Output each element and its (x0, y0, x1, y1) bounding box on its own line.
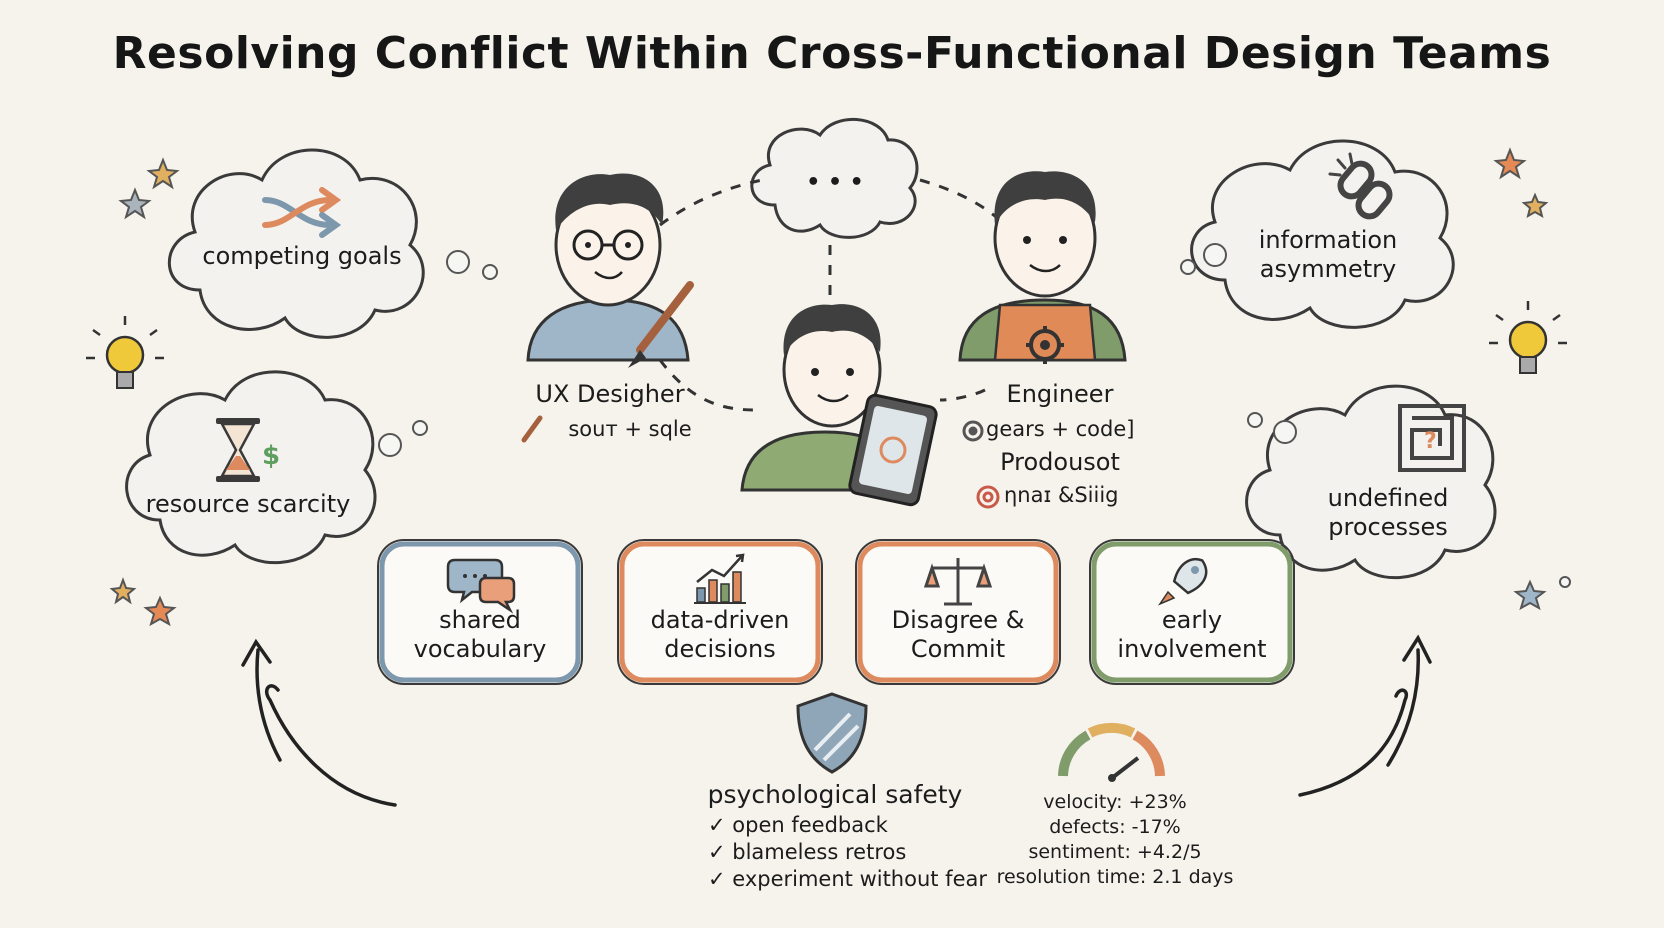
dashed-connectors (658, 178, 1007, 412)
speech-cloud (750, 118, 919, 239)
rocket-icon (1157, 558, 1208, 606)
engineer-role: Engineer (1006, 380, 1114, 408)
practice-label-data-driven: data-driven decisions (650, 606, 790, 663)
chain-link-icon (1328, 152, 1393, 220)
brush-caption-icon (521, 415, 543, 443)
shuffle-icon (262, 187, 342, 238)
safety-item-1: ✓ blameless retros (708, 840, 907, 864)
gear-caption-icon (962, 420, 984, 442)
cloud-resource-scarcity (125, 370, 377, 565)
cloud-label-undefined-processes: undefined processes (1327, 484, 1449, 541)
paintbrush-icon (628, 281, 694, 368)
safety-item-2: ✓ experiment without fear (708, 867, 987, 891)
tablet-icon (848, 393, 938, 507)
metric-defects: defects: -17% (1049, 816, 1181, 838)
speech-bubble-dots: • • • (806, 170, 864, 195)
target-caption-icon (976, 485, 1000, 509)
cloud-label-information-asymmetry: information asymmetry (1258, 226, 1398, 283)
practice-label-shared-vocabulary: shared vocabulary (413, 606, 547, 663)
bar-chart-icon (694, 553, 746, 604)
product-role: Prodousot (1000, 448, 1120, 476)
page-title: Resolving Conflict Within Cross-Function… (112, 28, 1552, 79)
engineer-figure (958, 171, 1127, 364)
maze-question-icon: ? (1398, 404, 1466, 472)
practice-label-disagree-commit: Disagree & Commit (891, 606, 1025, 663)
card-shared-vocabulary (377, 539, 583, 685)
shield-icon (796, 692, 868, 774)
cloud-competing-goals (167, 148, 425, 339)
chat-bubbles-icon (446, 558, 516, 614)
scales-icon (923, 558, 993, 606)
engineer-caption: gears + code] (986, 417, 1135, 441)
product-figure (740, 304, 938, 507)
lightbulb-icon-left (86, 316, 164, 389)
safety-title: psychological safety (707, 780, 963, 809)
cloud-label-resource-scarcity: resource scarcity (145, 490, 351, 518)
metric-resolution-time: resolution time: 2.1 days (996, 866, 1234, 888)
curved-arrow-left (241, 638, 397, 807)
cloud-label-competing-goals: competing goals (202, 242, 402, 270)
safety-item-0: ✓ open feedback (708, 813, 888, 837)
ux-designer-figure (526, 173, 694, 368)
gear-icon (1026, 326, 1064, 364)
svg-text:?: ? (1424, 429, 1437, 454)
metric-velocity: velocity: +23% (1043, 791, 1187, 813)
gauge-icon (1058, 722, 1165, 782)
cloud-undefined-processes (1245, 384, 1497, 580)
ux-designer-caption: souт + sqle (568, 417, 692, 441)
hourglass-icon: $ (216, 418, 280, 482)
card-early-involvement (1089, 539, 1295, 685)
ux-designer-role: UX Desigher (535, 380, 685, 408)
practice-label-early-involvement: early involvement (1117, 606, 1267, 663)
lightbulb-icon-right (1489, 301, 1567, 374)
curved-arrow-right (1298, 634, 1432, 797)
card-disagree-commit (855, 539, 1061, 685)
thought-bubbles (378, 243, 1571, 588)
dollar-icon: $ (262, 441, 280, 471)
metric-sentiment: sentiment: +4.2/5 (1028, 841, 1202, 863)
star-icons (109, 147, 1549, 627)
product-caption: ηnaɪ &Siiig (1004, 483, 1119, 507)
card-data-driven-decisions (617, 539, 823, 685)
